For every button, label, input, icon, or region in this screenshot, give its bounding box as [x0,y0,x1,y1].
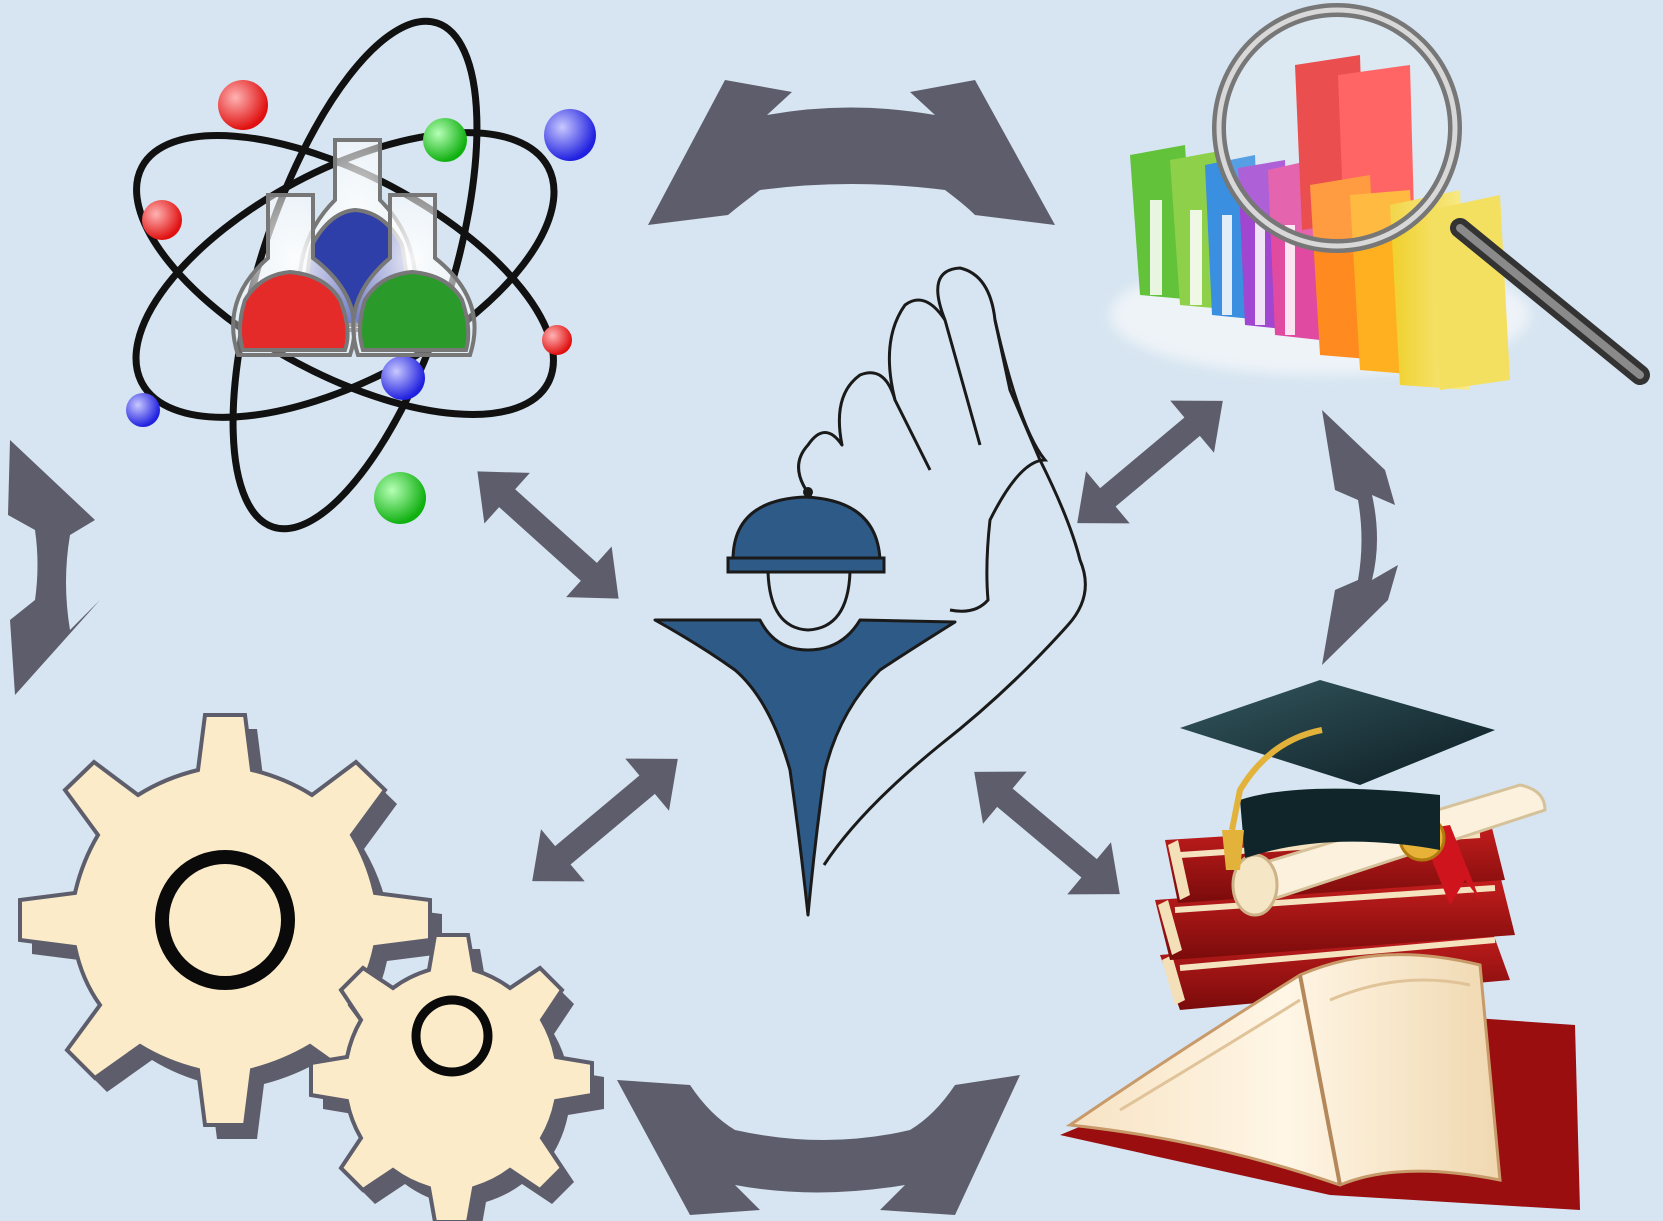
figure-body [653,618,957,917]
folders-magnifier-icon [1110,3,1650,390]
bell-dome [731,495,882,562]
straight-arrow-center-information [1077,400,1223,524]
center-logo [653,266,1087,917]
curved-arrow-bottom [617,1075,1020,1215]
curved-arrow-left [8,440,100,695]
gears-icon [18,713,604,1221]
curved-arrow-top [648,80,1055,225]
straight-arrow-center-engineering [532,758,678,882]
hand-outline [797,266,1087,866]
books-graduation-cap-icon [1060,680,1580,1210]
atom-with-flasks-icon [126,17,596,533]
straight-arrow-center-science [477,471,619,599]
curved-arrow-right [1322,410,1398,665]
straight-arrow-center-education [974,771,1120,895]
